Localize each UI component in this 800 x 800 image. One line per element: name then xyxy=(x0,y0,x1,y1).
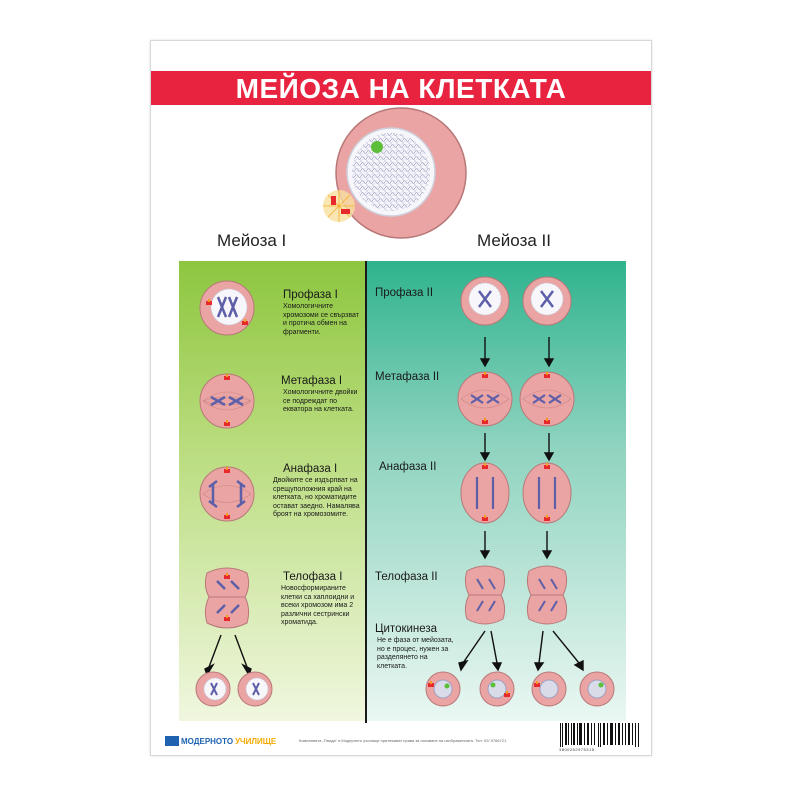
title-banner: МЕЙОЗА НА КЛЕТКАТА xyxy=(151,71,651,105)
logo-text-secondary: УЧИЛИЩЕ xyxy=(235,736,277,746)
anaphase1-cell xyxy=(199,466,255,522)
prophase2-title: Профаза II xyxy=(375,287,434,299)
logo-mark-icon xyxy=(165,736,179,746)
cytokinesis-title: Цитокинеза xyxy=(375,623,438,635)
anaphase1-title: Анафаза I xyxy=(283,463,338,475)
telophase1-title: Телофаза I xyxy=(283,571,343,583)
metaphase1-title: Метафаза I xyxy=(281,375,343,387)
telophase2-title: Телофаза II xyxy=(375,571,438,583)
metaphase2-cells xyxy=(457,371,575,427)
meiosis1-daughter-cells xyxy=(195,671,273,707)
diagram-art xyxy=(195,107,615,707)
barcode-number: 3800252975315 xyxy=(559,747,595,752)
centrosome xyxy=(323,190,355,222)
prophase2-cells xyxy=(460,276,572,326)
telophase1-cell xyxy=(204,567,250,629)
barcode-icon xyxy=(560,723,639,747)
anaphase2-title: Анафаза II xyxy=(379,461,437,473)
poster: МЕЙОЗА НА КЛЕТКАТА Мейоза I Мейоза II xyxy=(150,40,652,756)
parent-cell xyxy=(323,107,467,239)
meiosis2-label: Мейоза II xyxy=(477,231,551,250)
meiosis1-label: Мейоза I xyxy=(217,231,287,250)
telophase2-cells xyxy=(464,565,568,625)
prophase1-cell xyxy=(199,280,255,336)
logo-text-primary: МОДЕРНОТО xyxy=(181,736,234,746)
prophase1-desc: Хомологичните хромозоми се свързват и пр… xyxy=(283,303,359,336)
copyright-note: Компанията „Панда“ и Модерното училище п… xyxy=(299,738,507,743)
anaphase2-cells xyxy=(460,462,572,524)
prophase1-title: Профаза I xyxy=(283,289,338,301)
meiosis2-arrows xyxy=(458,337,584,672)
meiosis1-arrows xyxy=(204,634,252,677)
telophase1-desc: Новосформираните клетки са хаплоидни и в… xyxy=(281,585,355,626)
metaphase2-title: Метафаза II xyxy=(375,371,440,383)
nucleolus xyxy=(371,141,383,153)
metaphase1-desc: Хомологичните двойки се подреждат по екв… xyxy=(283,389,358,413)
meiosis2-daughter-cells xyxy=(425,671,615,707)
section-divider xyxy=(365,261,367,723)
publisher-logo: МОДЕРНОТО УЧИЛИЩЕ xyxy=(165,735,276,747)
metaphase1-cell xyxy=(199,373,255,429)
cytokinesis-desc: Не е фаза от мейозата, но е процес, нуже… xyxy=(377,637,454,670)
anaphase1-desc: Двойките се издърпват на срещуположния к… xyxy=(273,477,360,518)
